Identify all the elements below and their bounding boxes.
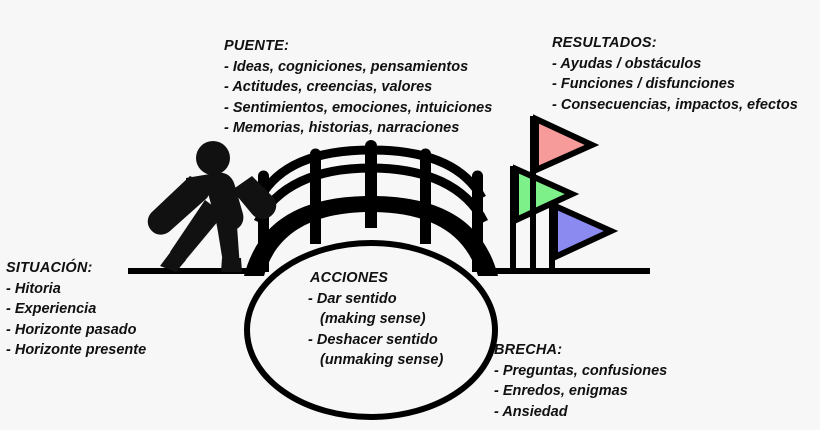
label-brecha-item-0: - Preguntas, confusiones: [494, 362, 668, 379]
label-resultados: RESULTADOS: - Ayudas / obstáculos - Func…: [552, 33, 798, 115]
ground-line-right: [492, 268, 650, 274]
label-situacion-item-3: - Horizonte presente: [6, 342, 147, 359]
walker-leg-front: [214, 210, 240, 269]
label-puente: PUENTE: - Ideas, cogniciones, pensamient…: [224, 36, 492, 139]
label-acciones-item-1: (making sense): [320, 311, 426, 328]
walker-foot-back: [160, 250, 186, 272]
walking-person-silhouette: [147, 141, 277, 272]
flag-red: [533, 114, 600, 175]
label-brecha-item-1: - Enredos, enigmas: [494, 383, 628, 400]
label-resultados-heading: RESULTADOS:: [552, 35, 657, 51]
bridge-post-3: [365, 146, 377, 228]
label-brecha-item-2: - Ansiedad: [494, 403, 568, 420]
label-acciones: ACCIONES - Dar sentido (making sense) - …: [308, 268, 443, 371]
label-puente-item-0: - Ideas, cogniciones, pensamientos: [224, 58, 469, 75]
label-situacion-item-2: - Horizonte pasado: [6, 321, 137, 338]
bridge-post-cap-3: [365, 140, 377, 152]
label-brecha: BRECHA: - Preguntas, confusiones - Enred…: [494, 340, 667, 422]
ground-line-left: [128, 268, 252, 274]
bridge-post-cap-1: [258, 170, 269, 182]
gap-circle: [244, 240, 498, 420]
label-situacion-heading: SITUACIÓN:: [6, 260, 93, 276]
label-acciones-item-3: (unmaking sense): [320, 352, 444, 369]
flag-blue: [552, 201, 619, 262]
label-acciones-item-0: - Dar sentido: [308, 290, 397, 307]
flag-pole-red: [530, 116, 536, 272]
label-situacion: SITUACIÓN: - Hitoria - Experiencia - Hor…: [6, 258, 146, 361]
label-resultados-item-2: - Consecuencias, impactos, efectos: [552, 96, 798, 113]
label-acciones-item-2: - Deshacer sentido: [308, 331, 438, 348]
label-puente-heading: PUENTE:: [224, 38, 290, 54]
arched-bridge: [244, 140, 498, 276]
bridge-deck: [244, 196, 498, 276]
bridge-post-2: [310, 154, 321, 244]
walker-head: [196, 141, 230, 175]
label-acciones-heading: ACCIONES: [310, 270, 389, 286]
bridge-post-cap-5: [472, 170, 483, 182]
label-brecha-heading: BRECHA:: [494, 342, 563, 358]
label-resultados-item-1: - Funciones / disfunciones: [552, 76, 735, 93]
label-resultados-item-0: - Ayudas / obstáculos: [552, 55, 702, 72]
label-situacion-item-0: - Hitoria: [6, 280, 61, 297]
walker-arm-front: [232, 176, 277, 220]
bridge-post-4: [420, 154, 431, 244]
bridge-post-5: [472, 176, 483, 272]
walker-foot-front: [221, 258, 242, 272]
label-puente-item-1: - Actitudes, creencias, valores: [224, 79, 433, 96]
walker-arm-back: [147, 176, 210, 235]
label-puente-item-2: - Sentimientos, emociones, intuiciones: [224, 99, 493, 116]
bridge-post-1: [258, 176, 269, 272]
label-puente-item-3: - Memorias, historias, narraciones: [224, 120, 460, 137]
bridge-post-cap-2: [310, 148, 321, 160]
label-situacion-item-1: - Experiencia: [6, 301, 97, 318]
flag-group: [510, 114, 619, 272]
walker-leg-back: [170, 200, 224, 262]
bridge-posts: [258, 140, 483, 272]
bridge-post-cap-4: [420, 148, 431, 160]
